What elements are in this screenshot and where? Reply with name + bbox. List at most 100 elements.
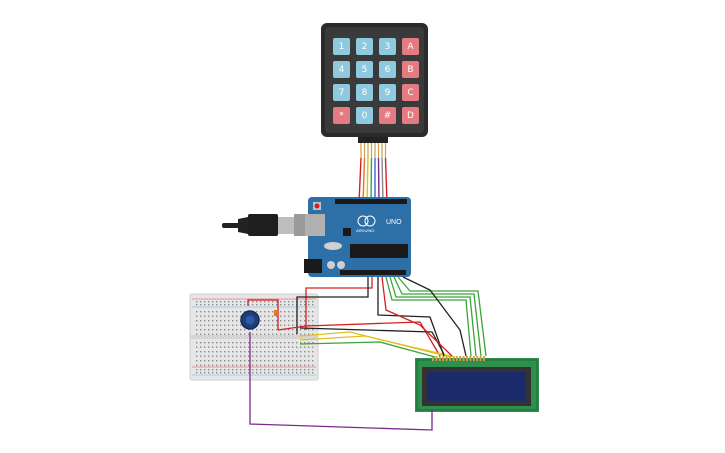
key-button[interactable]	[379, 38, 396, 55]
breadboard-hole	[204, 333, 206, 335]
breadboard-hole	[304, 320, 306, 322]
breadboard-hole	[252, 301, 254, 303]
breadboard-hole	[256, 342, 258, 344]
breadboard-hole	[304, 360, 306, 362]
breadboard-hole	[204, 355, 206, 357]
key-button[interactable]	[333, 61, 350, 78]
key-button[interactable]	[333, 107, 350, 124]
breadboard-hole	[264, 355, 266, 357]
key-button[interactable]	[356, 38, 373, 55]
usb-cable[interactable]	[222, 214, 320, 236]
lcd-pin	[435, 356, 438, 361]
breadboard-hole	[216, 304, 218, 306]
breadboard-hole	[236, 346, 238, 348]
breadboard-hole	[312, 301, 314, 303]
breadboard-hole	[272, 324, 274, 326]
breadboard-hole	[272, 333, 274, 335]
breadboard-hole	[216, 324, 218, 326]
breadboard-hole	[308, 355, 310, 357]
breadboard-hole	[196, 360, 198, 362]
breadboard-hole	[204, 329, 206, 331]
breadboard-hole	[232, 364, 234, 366]
breadboard-hole	[208, 372, 210, 374]
breadboard-hole	[276, 351, 278, 353]
breadboard-hole	[240, 360, 242, 362]
lcd-pin	[469, 356, 472, 361]
breadboard-hole	[200, 346, 202, 348]
breadboard-hole	[244, 372, 246, 374]
breadboard-hole	[304, 342, 306, 344]
breadboard-hole	[208, 304, 210, 306]
key-button[interactable]	[379, 107, 396, 124]
breadboard-hole	[240, 351, 242, 353]
lcd-pin	[445, 356, 448, 361]
breadboard-hole	[228, 315, 230, 317]
breadboard-hole	[284, 342, 286, 344]
key-button[interactable]	[402, 84, 419, 101]
key-label: C	[407, 88, 413, 98]
breadboard-hole	[268, 311, 270, 313]
key-button[interactable]	[379, 84, 396, 101]
breadboard-hole	[240, 346, 242, 348]
potentiometer[interactable]	[240, 310, 278, 330]
breadboard-hole	[244, 360, 246, 362]
breadboard-hole	[224, 351, 226, 353]
breadboard-hole	[276, 342, 278, 344]
breadboard-hole	[292, 351, 294, 353]
lcd-16x2[interactable]	[415, 356, 539, 412]
breadboard-hole	[260, 324, 262, 326]
breadboard-hole	[232, 301, 234, 303]
key-button[interactable]	[356, 61, 373, 78]
breadboard-hole	[288, 372, 290, 374]
key-button[interactable]	[356, 107, 373, 124]
breadboard-hole	[288, 324, 290, 326]
key-button[interactable]	[402, 107, 419, 124]
keypad-pins	[360, 143, 387, 158]
breadboard[interactable]	[189, 293, 319, 381]
breadboard-hole	[312, 346, 314, 348]
breadboard-hole	[292, 346, 294, 348]
breadboard-hole	[268, 346, 270, 348]
breadboard-hole	[196, 355, 198, 357]
key-button[interactable]	[379, 61, 396, 78]
breadboard-hole	[288, 311, 290, 313]
breadboard-hole	[296, 333, 298, 335]
breadboard-hole	[300, 333, 302, 335]
key-button[interactable]	[402, 61, 419, 78]
key-button[interactable]	[333, 38, 350, 55]
breadboard-hole	[296, 360, 298, 362]
breadboard-hole	[200, 360, 202, 362]
breadboard-hole	[236, 355, 238, 357]
breadboard-hole	[264, 315, 266, 317]
breadboard-hole	[296, 342, 298, 344]
breadboard-hole	[248, 355, 250, 357]
breadboard-hole	[284, 304, 286, 306]
breadboard-hole	[308, 304, 310, 306]
breadboard-hole	[224, 320, 226, 322]
breadboard-hole	[252, 346, 254, 348]
breadboard-hole	[208, 355, 210, 357]
breadboard-hole	[252, 342, 254, 344]
breadboard-hole	[200, 355, 202, 357]
breadboard-hole	[204, 304, 206, 306]
breadboard-hole	[272, 342, 274, 344]
breadboard-hole	[264, 351, 266, 353]
breadboard-hole	[244, 369, 246, 371]
breadboard-hole	[204, 315, 206, 317]
key-button[interactable]	[356, 84, 373, 101]
key-button[interactable]	[402, 38, 419, 55]
breadboard-hole	[264, 346, 266, 348]
arduino-board	[308, 197, 411, 277]
breadboard-hole	[200, 315, 202, 317]
key-button[interactable]	[333, 84, 350, 101]
breadboard-hole	[280, 333, 282, 335]
breadboard-hole	[260, 333, 262, 335]
breadboard-hole	[208, 333, 210, 335]
breadboard-hole	[296, 372, 298, 374]
breadboard-hole	[272, 311, 274, 313]
key-label: 1	[339, 42, 345, 52]
arduino-uno[interactable]: UNO ARDUINO	[304, 197, 411, 277]
breadboard-hole	[220, 301, 222, 303]
